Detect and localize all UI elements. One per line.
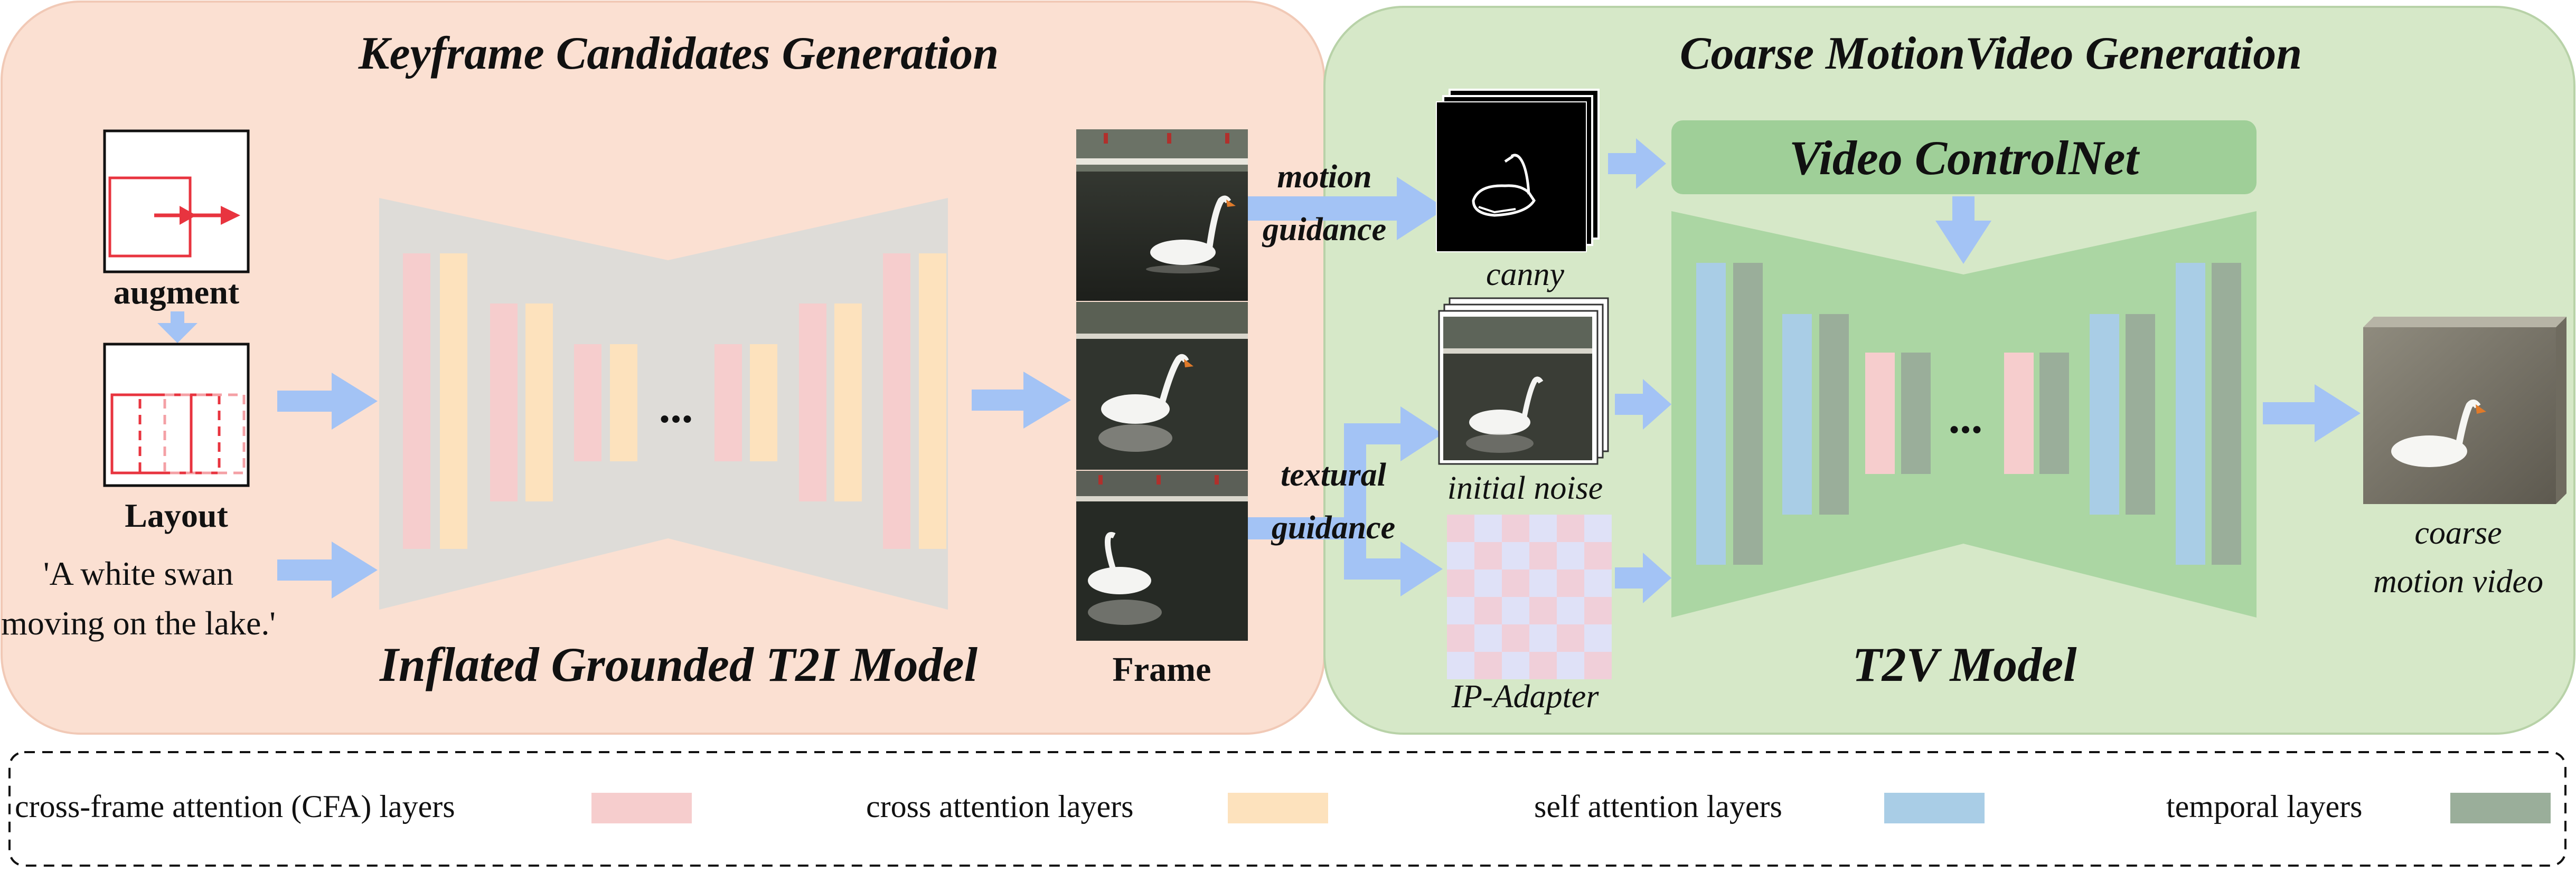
cross-attention-layer xyxy=(834,303,862,501)
legend-item: cross attention layers xyxy=(866,789,1328,824)
canny-to-controlnet-arrow xyxy=(1608,138,1666,189)
legend-swatch-self-attention xyxy=(1884,793,1985,823)
self-attention-layer xyxy=(1696,263,1726,565)
keyframe-candidates-panel: Keyframe Candidates Generation augment L… xyxy=(1,1,1325,735)
t2v-model xyxy=(1671,211,2257,618)
ip-adapter-label: IP-Adapter xyxy=(1451,679,1600,715)
motion-guidance-arrow xyxy=(1248,177,1446,240)
legend-frame xyxy=(8,751,2566,867)
inflated-grounded-t2i-model xyxy=(379,198,948,610)
layout-label: Layout xyxy=(125,497,228,534)
textural-guidance-line-1: textural xyxy=(1281,457,1387,493)
left-panel-title: Keyframe Candidates Generation xyxy=(358,28,999,79)
temporal-layer xyxy=(2126,314,2155,515)
legend-item: self attention layers xyxy=(1534,789,1985,824)
temporal-layer xyxy=(2039,353,2069,474)
green-unet-ellipsis: ... xyxy=(1949,392,1983,443)
output-label-line-1: coarse xyxy=(2414,515,2502,551)
legend-label-cfa: cross-frame attention (CFA) layers xyxy=(15,789,455,824)
cfa-layer xyxy=(574,344,601,461)
prompt-line-2: moving on the lake.' xyxy=(1,604,276,642)
augment-down-arrow xyxy=(157,311,198,343)
frame-label: Frame xyxy=(1113,650,1211,689)
right-panel-title: Coarse MotionVideo Generation xyxy=(1680,28,2302,79)
motion-guidance-line-2: guidance xyxy=(1262,212,1386,248)
t2v-model-label: T2V Model xyxy=(1852,638,2077,691)
keyframe-2 xyxy=(1076,302,1248,470)
grey-unet-ellipsis: ... xyxy=(659,382,693,432)
cfa-layer xyxy=(799,303,826,501)
keyframe-1 xyxy=(1076,129,1248,301)
t2i-model-label: Inflated Grounded T2I Model xyxy=(379,638,978,691)
temporal-layer xyxy=(1901,353,1931,474)
controlnet-to-unet-arrow xyxy=(1935,196,1991,264)
canny-label: canny xyxy=(1486,257,1565,292)
textural-guidance-arrows xyxy=(1248,406,1443,596)
cfa-layer xyxy=(883,253,910,549)
ip-adapter-to-unet-arrow xyxy=(1615,553,1671,603)
augment-layout-thumbnail xyxy=(103,129,250,273)
legend-swatch-cfa xyxy=(591,793,692,823)
coarse-motion-panel: Coarse MotionVideo Generation motion gui… xyxy=(1248,6,2575,735)
coarse-motion-video-thumbnail xyxy=(2363,317,2566,504)
canny-edge-stack xyxy=(1436,89,1600,252)
legend-item: temporal layers xyxy=(2166,789,2551,824)
output-label-line-2: motion video xyxy=(2373,564,2543,600)
legend-label-temporal: temporal layers xyxy=(2166,789,2363,824)
temporal-layer xyxy=(1733,263,1763,565)
model-to-frames-arrow xyxy=(972,372,1071,429)
temporal-layer xyxy=(1819,314,1849,515)
unet-to-output-arrow xyxy=(2263,384,2361,442)
cfa-layer xyxy=(403,253,430,549)
legend-item: cross-frame attention (CFA) layers xyxy=(15,789,692,824)
legend-swatch-temporal xyxy=(2450,793,2551,823)
cross-attention-layer xyxy=(440,253,467,549)
cfa-layer xyxy=(1865,353,1895,474)
textural-guidance-line-2: guidance xyxy=(1271,510,1395,546)
initial-noise-label: initial noise xyxy=(1447,470,1603,506)
cfa-layer xyxy=(2004,353,2034,474)
cross-attention-layer xyxy=(919,253,946,549)
ip-adapter-image xyxy=(1447,515,1612,679)
prompt-to-model-arrow xyxy=(277,542,378,599)
motion-guidance-line-1: motion xyxy=(1277,159,1371,195)
prompt-line-1: 'A white swan xyxy=(43,555,233,592)
cross-attention-layer xyxy=(750,344,777,461)
cfa-layer xyxy=(490,303,518,501)
legend: cross-frame attention (CFA) layers cross… xyxy=(8,751,2566,867)
cross-attention-layer xyxy=(525,303,553,501)
legend-swatch-cross-attention xyxy=(1228,793,1328,823)
video-controlnet-box xyxy=(1671,120,2257,194)
legend-label-self-attention: self attention layers xyxy=(1534,789,1782,824)
keyframe-candidates-strip xyxy=(1076,129,1248,641)
noise-to-unet-arrow xyxy=(1615,379,1671,430)
augment-label: augment xyxy=(114,273,240,311)
keyframe-3 xyxy=(1076,471,1248,641)
cfa-layer xyxy=(714,344,742,461)
self-attention-layer xyxy=(1782,314,1812,515)
initial-noise-stack xyxy=(1438,297,1609,465)
layout-to-model-arrow xyxy=(277,373,378,430)
cross-attention-layer xyxy=(610,344,637,461)
layout-thumbnail xyxy=(103,343,250,487)
legend-label-cross-attention: cross attention layers xyxy=(866,789,1134,824)
self-attention-layer xyxy=(2090,314,2119,515)
video-controlnet-label: Video ControlNet xyxy=(1789,131,2140,185)
self-attention-layer xyxy=(2176,263,2205,565)
temporal-layer xyxy=(2212,263,2241,565)
